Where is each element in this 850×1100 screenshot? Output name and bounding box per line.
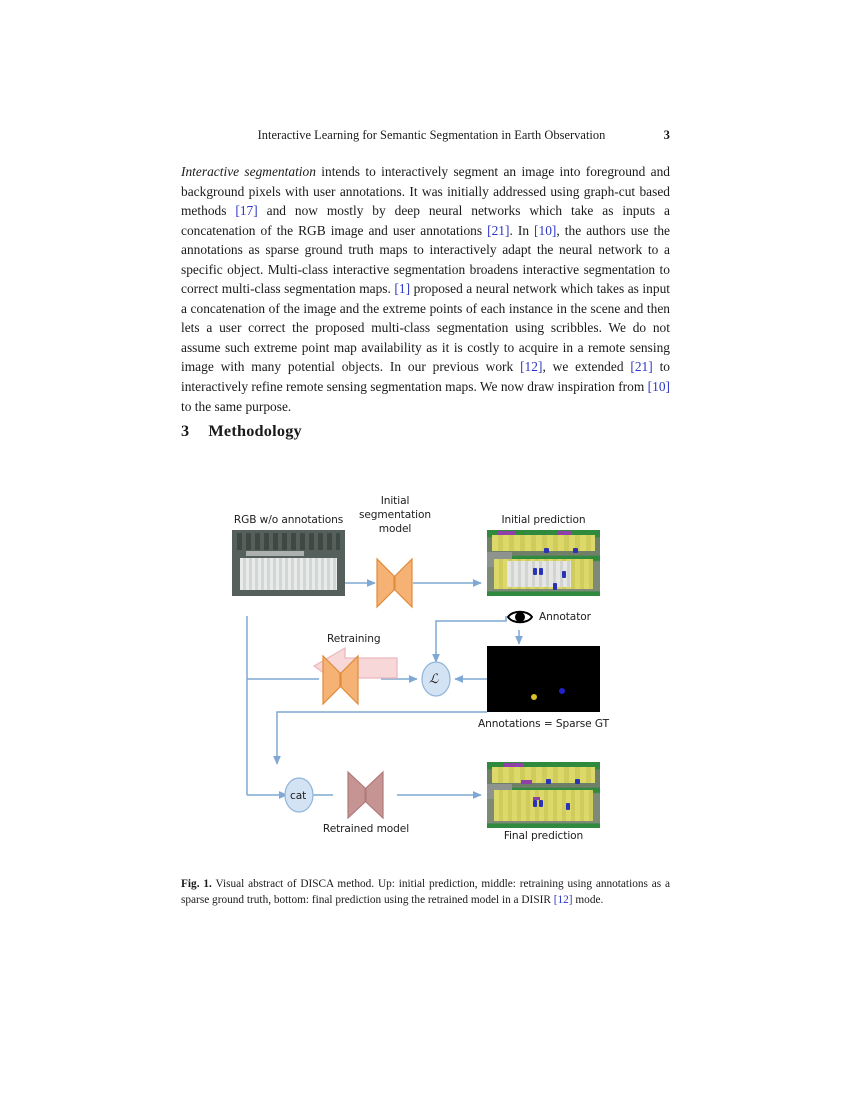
- rgb-main-building: [239, 558, 338, 591]
- initial-model-label-line3: model: [378, 523, 412, 535]
- section-title: Methodology: [208, 421, 302, 440]
- seg-car-6: [572, 548, 578, 554]
- citation-reference[interactable]: [12]: [553, 893, 573, 906]
- caption-label: Fig. 1.: [181, 878, 212, 890]
- figure-connectors: [181, 480, 670, 850]
- citation-reference[interactable]: [10]: [647, 379, 670, 395]
- rgb-input-thumbnail: [232, 530, 345, 596]
- initial-model-label-line1: Initial: [380, 495, 410, 507]
- citation-reference[interactable]: [1]: [394, 281, 411, 297]
- figure-1: ℒ cat Annotator RGB w/o annotations Init…: [181, 480, 670, 850]
- figure-caption: Fig. 1. Visual abstract of DISCA method.…: [181, 877, 670, 908]
- eye-icon: [506, 608, 534, 631]
- paragraph-text: intends to interactively segment an imag…: [181, 164, 671, 414]
- section-number: 3: [181, 421, 190, 440]
- seg-car-5: [543, 548, 549, 554]
- final-seg-car-5: [575, 779, 581, 785]
- running-head-title: Interactive Learning for Semantic Segmen…: [257, 128, 606, 142]
- caption-text: Visual abstract of DISCA method. Up: ini…: [181, 878, 670, 906]
- retraining-arrow-shape: [181, 480, 670, 850]
- annotations-panel: [487, 646, 600, 712]
- loss-node-shape: [181, 480, 670, 850]
- retraining-label: Retraining: [327, 633, 381, 645]
- concat-node-label: cat: [290, 790, 307, 802]
- initial-prediction-thumbnail: [487, 530, 600, 596]
- annotation-dot-yellow: [531, 693, 538, 700]
- final-seg-car-4: [545, 779, 551, 785]
- initial-segmentation-model-shape: [181, 480, 670, 850]
- seg-unclassified-roof: [507, 561, 571, 588]
- citation-reference[interactable]: [21]: [487, 222, 510, 238]
- seg-car-1: [533, 568, 538, 576]
- annotator-label: Annotator: [539, 611, 591, 623]
- seg-car-4: [552, 582, 557, 590]
- concat-node-shape: [181, 480, 670, 850]
- seg-clutter-1: [498, 531, 517, 535]
- final-seg-clutter-3: [533, 796, 541, 801]
- citation-reference[interactable]: [12]: [520, 359, 543, 375]
- final-seg-clutter-1: [502, 763, 524, 767]
- final-seg-clutter-2: [520, 780, 533, 784]
- page-number: 3: [663, 128, 670, 142]
- annotation-dot-blue: [559, 687, 566, 694]
- citation-reference[interactable]: [10]: [534, 222, 557, 238]
- final-seg-main-building: [493, 789, 594, 822]
- final-seg-car-1: [533, 800, 538, 808]
- rgb-input-label: RGB w/o annotations: [233, 514, 344, 526]
- final-prediction-label: Final prediction: [503, 830, 584, 842]
- paragraph-lead-italic: Interactive segmentation: [181, 164, 316, 179]
- citation-reference[interactable]: [21]: [630, 359, 653, 375]
- rgb-top-buildings: [236, 533, 341, 551]
- citation-reference[interactable]: [17]: [235, 203, 258, 219]
- final-prediction-thumbnail: [487, 762, 600, 828]
- rgb-road-marking: [245, 551, 305, 556]
- running-head: Interactive Learning for Semantic Segmen…: [181, 128, 670, 143]
- annotations-label: Annotations = Sparse GT: [478, 718, 609, 730]
- final-seg-top-buildings: [491, 767, 596, 784]
- seg-car-3: [561, 570, 566, 578]
- body-paragraph: Interactive segmentation intends to inte…: [181, 162, 670, 416]
- loss-symbol-label: ℒ: [429, 671, 439, 686]
- seg-clutter-2: [557, 531, 571, 535]
- initial-prediction-label: Initial prediction: [501, 514, 586, 526]
- retrained-model-label: Retrained model: [322, 823, 410, 835]
- seg-car-2: [538, 568, 543, 576]
- seg-top-buildings: [491, 535, 596, 552]
- section-heading: 3 Methodology: [181, 421, 302, 441]
- final-seg-car-3: [566, 802, 571, 810]
- retrained-model-shape: [181, 480, 670, 850]
- final-seg-car-2: [538, 800, 543, 808]
- initial-model-label-line2: segmentation: [358, 509, 432, 521]
